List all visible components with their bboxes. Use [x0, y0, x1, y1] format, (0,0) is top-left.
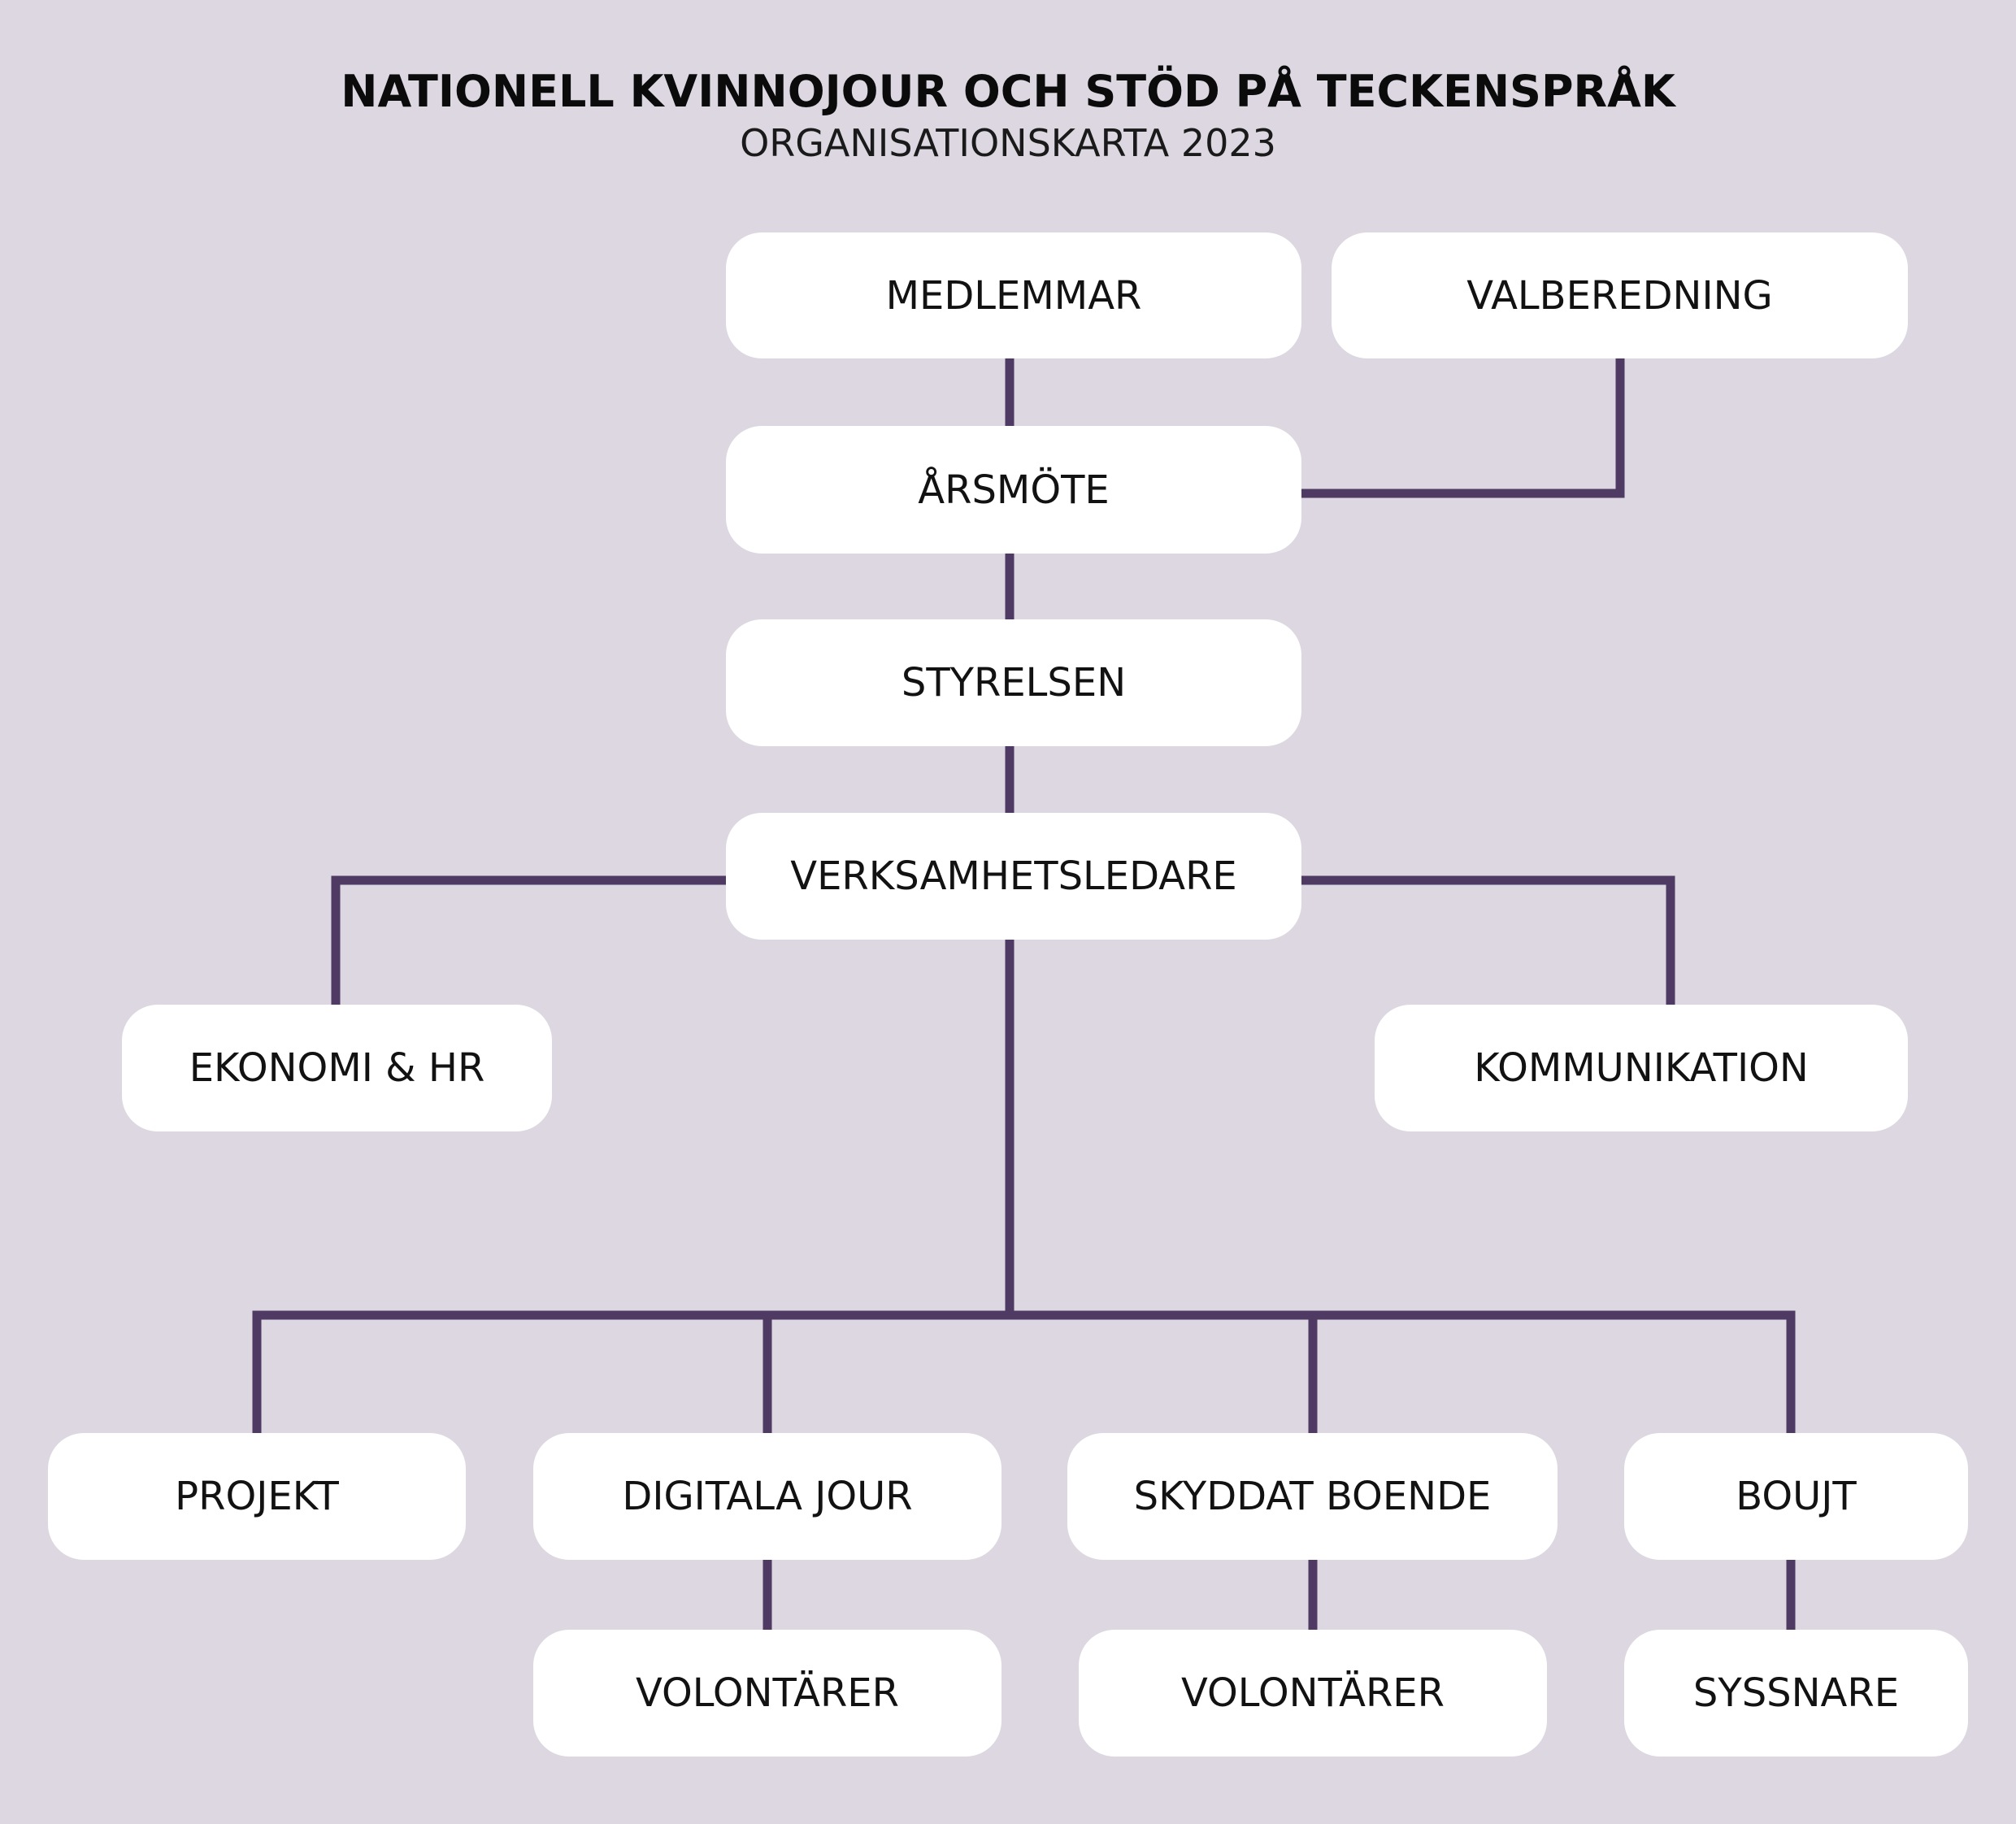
chart-title: NATIONELL KVINNOJOUR OCH STÖD PÅ TECKENS…: [341, 66, 1675, 117]
node-medlemmar: MEDLEMMAR: [726, 232, 1301, 358]
line-valberedning-arsmote: [1296, 353, 1625, 498]
node-label: SYSSNARE: [1692, 1670, 1900, 1716]
node-label: BOUJT: [1736, 1474, 1857, 1519]
node-label: STYRELSEN: [901, 660, 1127, 706]
node-boujt: BOUJT: [1624, 1433, 1968, 1560]
node-label: PROJEKT: [175, 1474, 339, 1519]
node-label: MEDLEMMAR: [885, 272, 1142, 319]
chart-subtitle: ORGANISATIONSKARTA 2023: [740, 121, 1276, 165]
line-verksamhetsledare-kommunikation: [1296, 875, 1675, 1010]
node-label: VALBEREDNING: [1466, 272, 1773, 319]
node-skyddat-boende: SKYDDAT BOENDE: [1067, 1433, 1558, 1560]
node-label: VOLONTÄRER: [636, 1670, 899, 1716]
node-label: SKYDDAT BOENDE: [1133, 1474, 1492, 1519]
node-valberedning: VALBEREDNING: [1332, 232, 1908, 358]
node-label: EKONOMI & HR: [189, 1045, 485, 1091]
node-label: VOLONTÄRER: [1181, 1670, 1445, 1716]
node-arsmote: ÅRSMÖTE: [726, 426, 1301, 554]
node-volontarer-digitala: VOLONTÄRER: [533, 1630, 1001, 1757]
node-kommunikation: KOMMUNIKATION: [1375, 1005, 1908, 1131]
node-styrelsen: STYRELSEN: [726, 619, 1301, 746]
node-label: ÅRSMÖTE: [918, 467, 1110, 513]
node-label: VERKSAMHETSLEDARE: [790, 853, 1237, 899]
node-syssnare: SYSSNARE: [1624, 1630, 1968, 1757]
node-label: KOMMUNIKATION: [1474, 1045, 1809, 1091]
node-label: DIGITALA JOUR: [622, 1474, 913, 1519]
node-digitala-jour: DIGITALA JOUR: [533, 1433, 1001, 1560]
node-projekt: PROJEKT: [48, 1433, 466, 1560]
node-ekonomi-hr: EKONOMI & HR: [122, 1005, 552, 1131]
line-verksamhetsledare-ekonomi: [331, 875, 731, 1010]
node-verksamhetsledare: VERKSAMHETSLEDARE: [726, 813, 1301, 940]
node-volontarer-skyddat: VOLONTÄRER: [1079, 1630, 1547, 1757]
